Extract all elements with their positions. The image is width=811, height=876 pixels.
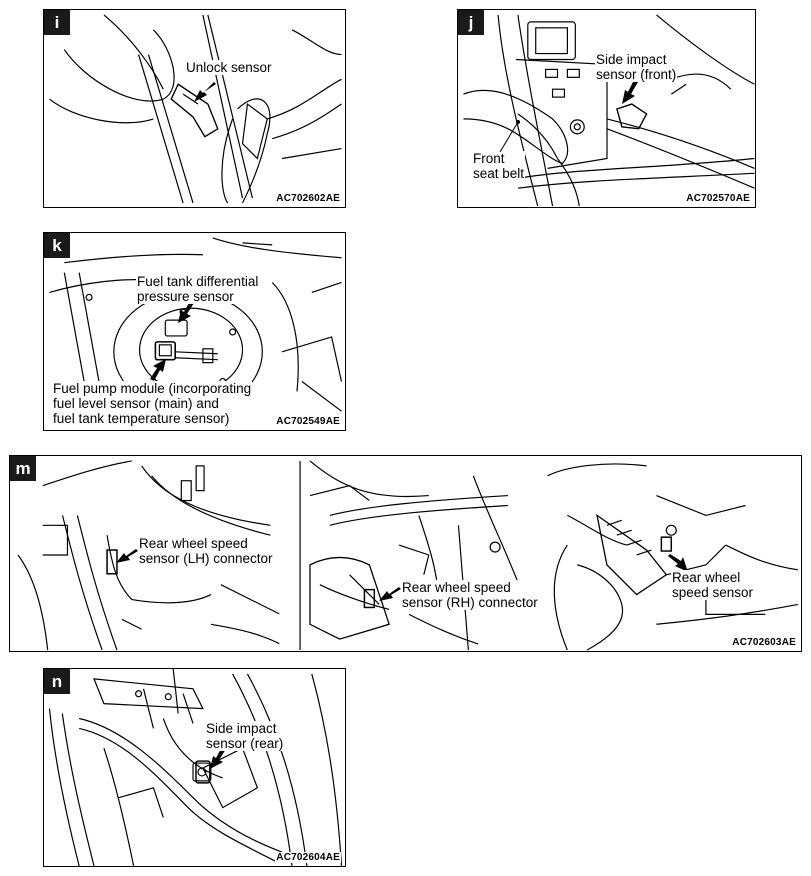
leader-line (499, 120, 520, 153)
unlock-sensor-illustration (49, 14, 342, 204)
arrow-icon (150, 359, 166, 381)
figure-code-k: AC702549AE (275, 416, 341, 427)
label-rear-wheel-speed-sensor: Rear wheel speed sensor (671, 570, 755, 600)
panel-tag-i: i (44, 10, 70, 35)
panel-tag-n: n (44, 669, 70, 694)
label-side-impact-sensor-front: Side impact sensor (front) (595, 52, 678, 82)
arrow-icon (379, 587, 401, 601)
figure-code-j: AC702570AE (685, 193, 751, 204)
panel-m: m (9, 455, 802, 652)
label-fuel-tank-differential-pressure-sensor: Fuel tank differential pressure sensor (136, 274, 260, 304)
label-fuel-pump-module: Fuel pump module (incorporating fuel lev… (52, 381, 253, 426)
panel-j: j Side impact sensor (fr (457, 9, 756, 208)
arrow-icon (668, 554, 688, 572)
label-front-seat-belt: Front seat belt (472, 151, 526, 181)
arrow-icon (178, 301, 194, 323)
rear-wheel-speed-sensor-illustration (17, 456, 799, 651)
label-rear-wheel-speed-sensor-rh-connector: Rear wheel speed sensor (RH) connector (401, 580, 539, 610)
arrow-icon (116, 549, 138, 563)
panel-i: i Unlock sensor AC702602AE (43, 9, 346, 208)
figure-code-i: AC702602AE (275, 193, 341, 204)
label-rear-wheel-speed-sensor-lh-connector: Rear wheel speed sensor (LH) connector (138, 536, 274, 566)
arrow-icon (210, 747, 226, 769)
arrow-icon (622, 80, 638, 104)
arrow-icon (194, 82, 216, 102)
label-side-impact-sensor-rear: Side impact sensor (rear) (205, 721, 285, 751)
panel-tag-k: k (44, 233, 70, 258)
figure-code-n: AC702604AE (275, 852, 341, 863)
side-impact-sensor-rear-illustration (48, 669, 343, 866)
panel-tag-j: j (458, 10, 484, 35)
figure-code-m: AC702603AE (731, 637, 797, 648)
panel-tag-m: m (10, 456, 36, 481)
label-unlock-sensor: Unlock sensor (185, 60, 273, 75)
panel-k: k Fuel (43, 232, 346, 431)
side-impact-sensor-front-illustration (463, 14, 755, 207)
panel-n: n Side impact sensor (rear) A (43, 668, 346, 867)
